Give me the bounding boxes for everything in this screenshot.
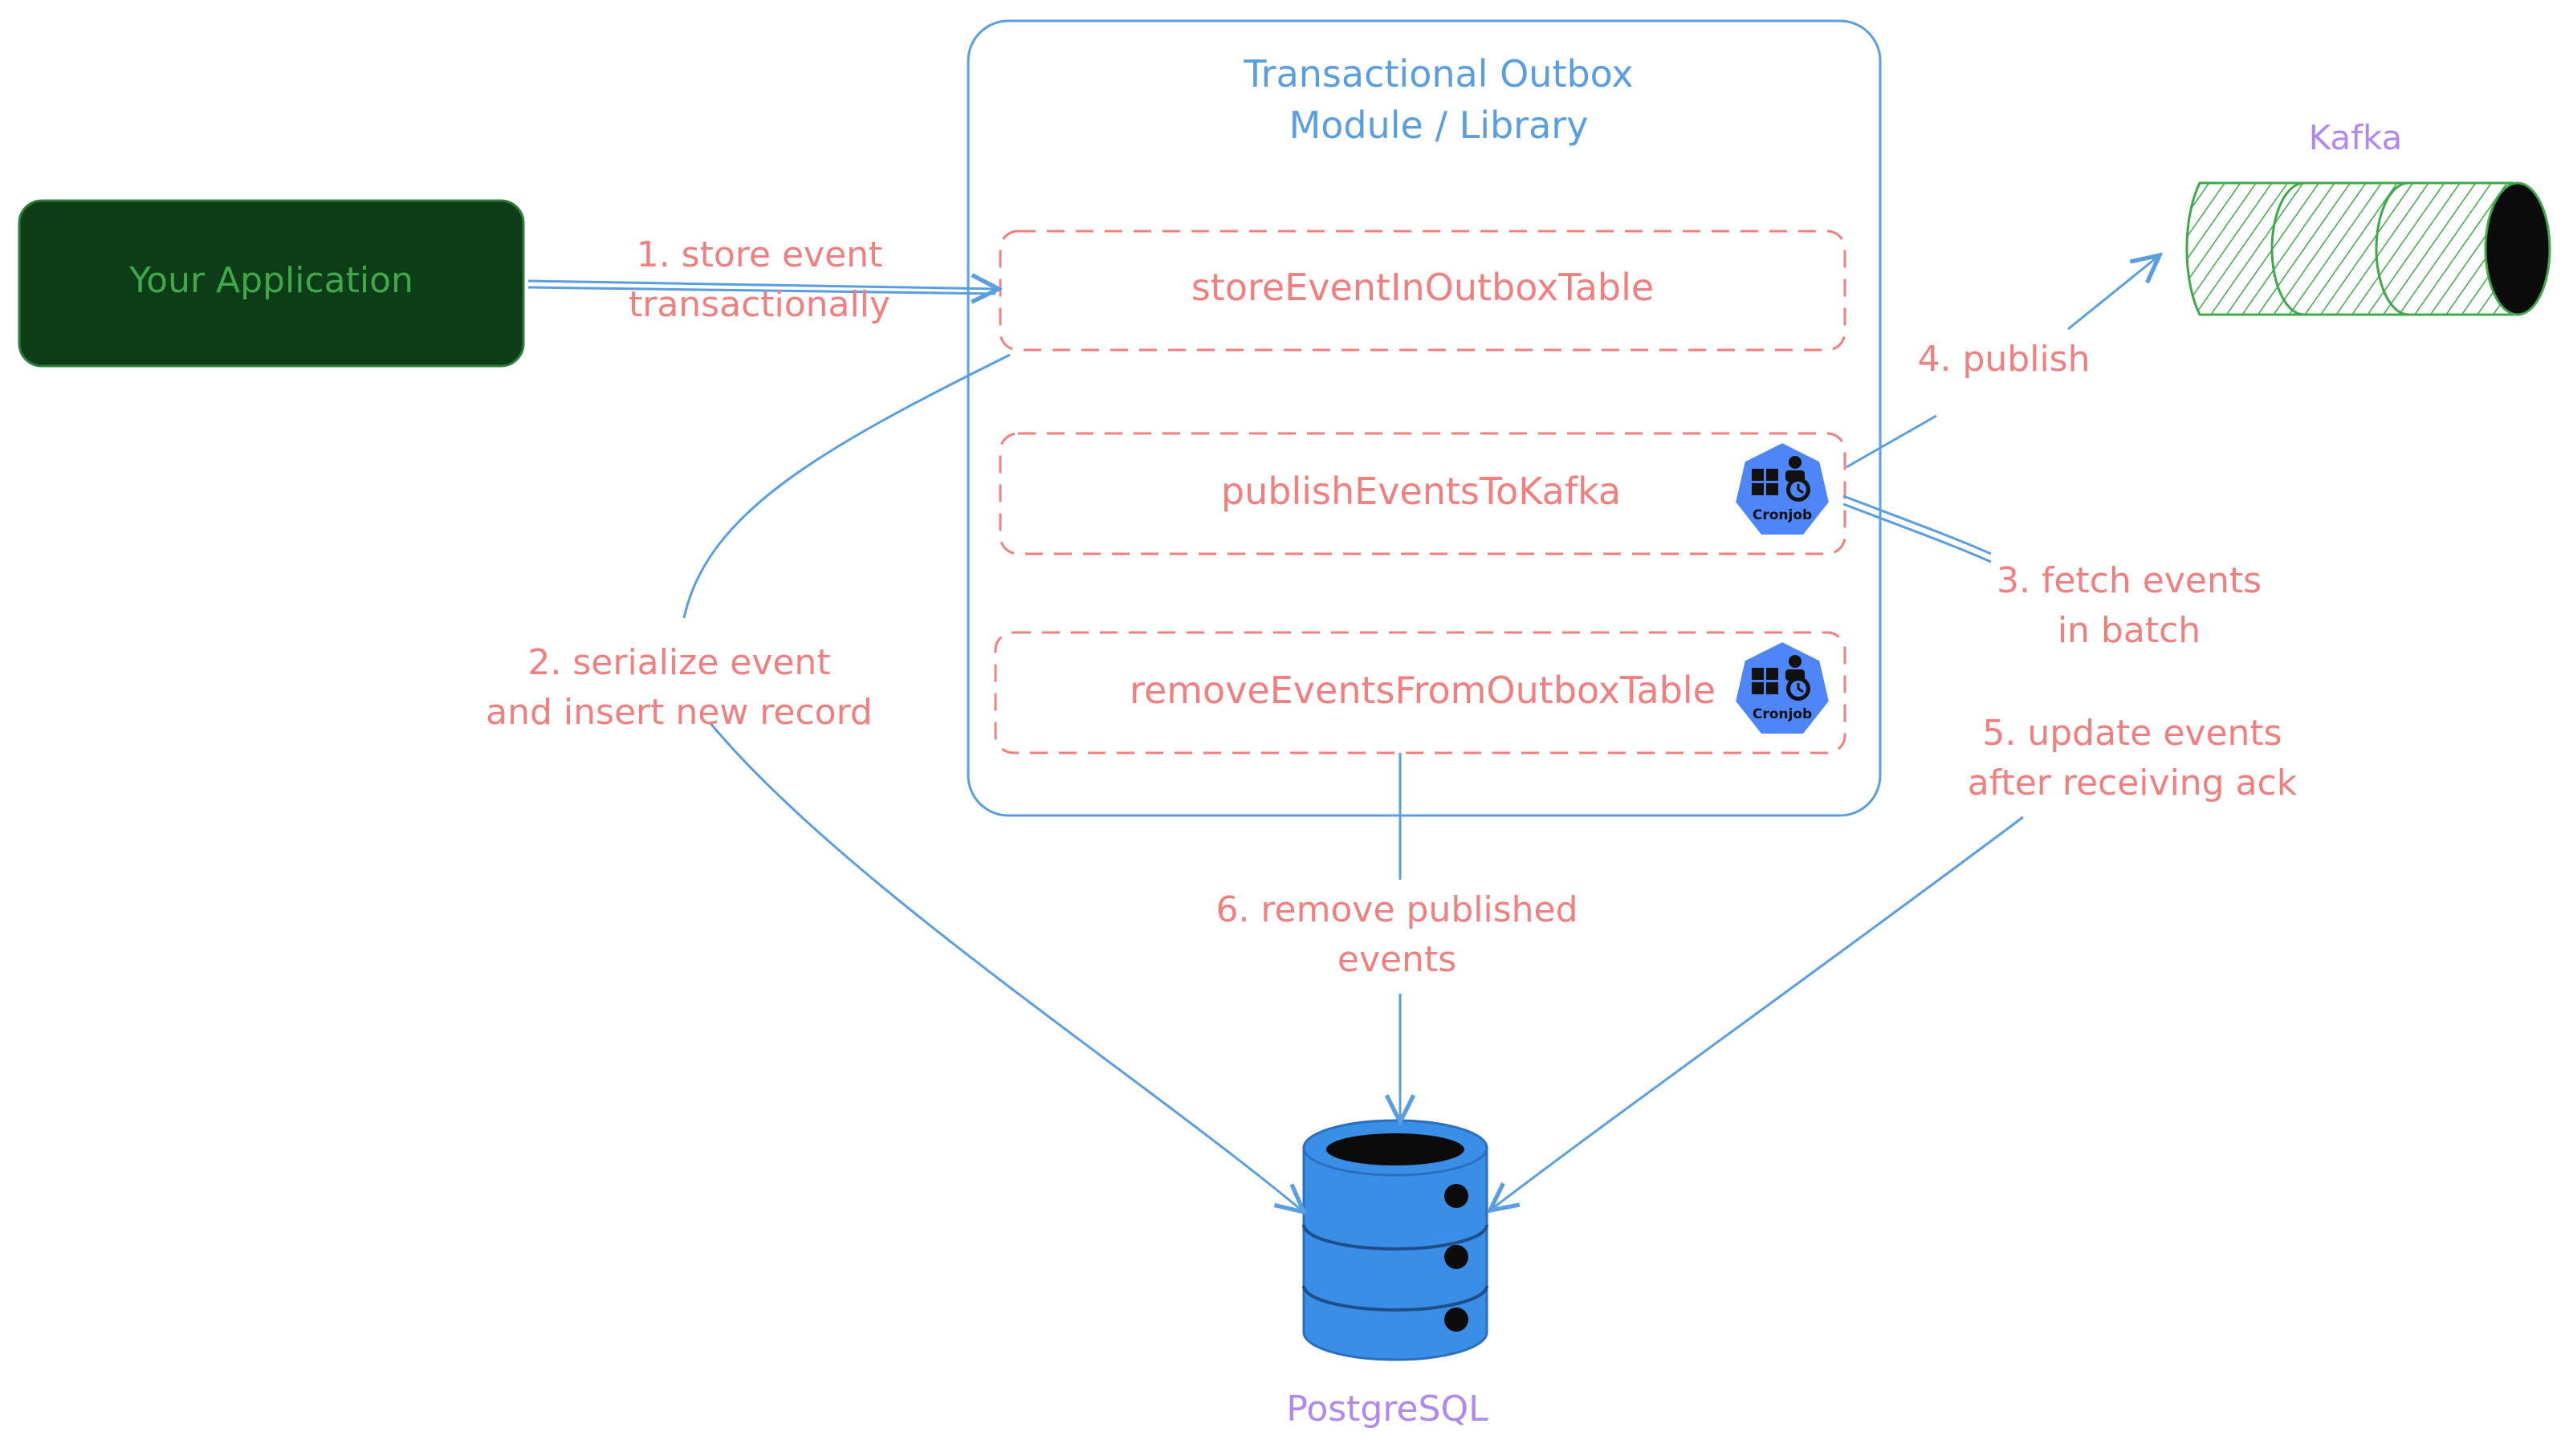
- step6-label-line2: events: [1337, 939, 1456, 980]
- step3-label-line1: 3. fetch events: [1997, 560, 2262, 601]
- connectors: [527, 255, 2160, 1212]
- arrow-fetch-batch: [1842, 494, 1992, 555]
- remove-events-module: removeEventsFromOutboxTable: [994, 631, 1846, 754]
- store-event-label: storeEventInOutboxTable: [1191, 266, 1654, 309]
- cronjob-label: Cronjob: [1753, 706, 1812, 722]
- your-application-box: Your Application: [18, 199, 525, 368]
- postgres-label: PostgreSQL: [1286, 1389, 1488, 1430]
- step4-label: 4. publish: [1918, 339, 2091, 380]
- arrow-update-events: [1490, 815, 2024, 1210]
- arrow-publish: [1846, 414, 1937, 469]
- step1-label-line2: transactionally: [629, 284, 890, 325]
- step6-label-line1: 6. remove published: [1215, 889, 1578, 930]
- store-event-module: storeEventInOutboxTable: [999, 230, 1846, 352]
- your-application-label: Your Application: [128, 260, 413, 301]
- step5-label-line2: after receiving ack: [1968, 763, 2298, 803]
- publish-events-module: publishEventsToKafka: [999, 432, 1846, 555]
- step3-label-line2: in batch: [2058, 610, 2201, 651]
- cronjob-icon: Cronjob: [1732, 439, 1833, 538]
- outbox-title-line1: Transactional Outbox: [1243, 52, 1633, 96]
- outbox-module-container: Transactional Outbox Module / Library: [967, 19, 1882, 817]
- step1-label-line1: 1. store event: [637, 234, 883, 275]
- step5-label-line1: 5. update events: [1982, 713, 2282, 754]
- step2-label-line1: 2. serialize event: [527, 642, 830, 683]
- arrow-serialize-insert: [682, 353, 1011, 619]
- step2-label-line2: and insert new record: [486, 692, 873, 733]
- outbox-title-line2: Module / Library: [1289, 104, 1589, 147]
- kafka-cylinder-icon: [2185, 181, 2551, 316]
- publish-events-label: publishEventsToKafka: [1221, 470, 1621, 513]
- database-icon: [1302, 1119, 1488, 1361]
- arrow-store-event: [527, 281, 999, 289]
- kafka-label: Kafka: [2309, 118, 2403, 157]
- cronjob-label: Cronjob: [1753, 507, 1812, 523]
- remove-events-label: removeEventsFromOutboxTable: [1130, 669, 1716, 712]
- cronjob-icon: Cronjob: [1732, 638, 1833, 737]
